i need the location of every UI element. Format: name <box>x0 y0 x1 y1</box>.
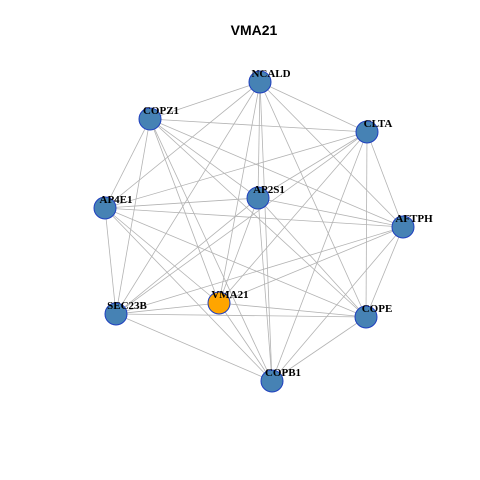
edge-aftph-sec23b <box>115 226 404 315</box>
node-circle <box>93 196 117 220</box>
edge-copz1-aftph <box>149 118 404 228</box>
edge-ap4e1-sec23b <box>104 207 117 315</box>
node-circle <box>391 215 415 239</box>
edge-copz1-copb1 <box>149 118 273 382</box>
node-circle <box>138 107 162 131</box>
edge-cope-copb1 <box>271 316 367 382</box>
node-circle <box>260 369 284 393</box>
edge-copz1-ap4e1 <box>104 118 151 209</box>
node-label: VMA21 <box>211 289 248 301</box>
node-circle <box>207 291 231 315</box>
edge-ap2s1-copb1 <box>257 197 273 382</box>
node-circle <box>104 302 128 326</box>
node-aftph: AFTPH <box>391 213 433 239</box>
edge-ap2s1-aftph <box>257 197 404 228</box>
node-sec23b: SEC23B <box>104 300 148 326</box>
edge-vma21-sec23b <box>115 302 220 315</box>
edge-ap2s1-ap4e1 <box>104 197 259 209</box>
edge-copz1-sec23b <box>115 118 151 315</box>
node-circle <box>248 70 272 94</box>
node-circle <box>355 120 379 144</box>
edge-clta-vma21 <box>218 131 368 304</box>
edge-ap4e1-aftph <box>104 207 404 228</box>
node-ap2s1: AP2S1 <box>246 184 285 210</box>
node-cope: COPE <box>354 303 393 329</box>
edge-ncald-copz1 <box>149 81 261 120</box>
node-label: SEC23B <box>107 300 147 312</box>
node-label: AP2S1 <box>253 184 285 196</box>
node-label: COPE <box>362 303 393 315</box>
edge-ap4e1-vma21 <box>104 207 220 304</box>
edge-aftph-cope <box>365 226 404 318</box>
edge-aftph-vma21 <box>218 226 404 304</box>
edge-copz1-vma21 <box>149 118 220 304</box>
edge-ncald-aftph <box>259 81 404 228</box>
edge-ncald-clta <box>259 81 368 133</box>
node-label: AFTPH <box>395 213 433 225</box>
node-ncald: NCALD <box>248 68 291 94</box>
edge-ncald-vma21 <box>218 81 261 304</box>
node-circle <box>246 186 270 210</box>
edge-clta-ap2s1 <box>257 131 368 199</box>
edge-ap2s1-cope <box>257 197 367 318</box>
edge-copz1-clta <box>149 118 368 133</box>
edge-vma21-cope <box>218 302 367 318</box>
edge-clta-sec23b <box>115 131 368 315</box>
node-copz1: COPZ1 <box>138 105 179 131</box>
node-label: NCALD <box>251 68 290 80</box>
node-ap4e1: AP4E1 <box>93 194 133 220</box>
edge-ap4e1-copb1 <box>104 207 273 382</box>
node-label: COPZ1 <box>143 105 179 117</box>
edge-vma21-copb1 <box>218 302 273 382</box>
node-label: COPB1 <box>265 367 301 379</box>
node-clta: CLTA <box>355 118 393 144</box>
edge-sec23b-copb1 <box>115 313 273 382</box>
node-vma21: VMA21 <box>207 289 249 315</box>
node-label: AP4E1 <box>100 194 133 206</box>
edge-clta-aftph <box>366 131 404 228</box>
node-circle <box>354 305 378 329</box>
edge-ncald-ap4e1 <box>104 81 261 209</box>
edge-copz1-ap2s1 <box>149 118 259 199</box>
node-copb1: COPB1 <box>260 367 301 393</box>
edge-layer <box>104 81 404 382</box>
edge-ncald-ap2s1 <box>257 81 261 199</box>
edge-clta-ap4e1 <box>104 131 368 209</box>
edge-ncald-copb1 <box>259 81 273 382</box>
edge-ap4e1-cope <box>104 207 367 318</box>
edge-ncald-sec23b <box>115 81 261 315</box>
edge-clta-copb1 <box>271 131 368 382</box>
edge-sec23b-cope <box>115 313 367 318</box>
node-label: CLTA <box>364 118 393 130</box>
graph-title: VMA21 <box>231 22 278 38</box>
edge-ap2s1-sec23b <box>115 197 259 315</box>
edge-ap2s1-vma21 <box>218 197 259 304</box>
edge-aftph-copb1 <box>271 226 404 382</box>
edge-ncald-cope <box>259 81 367 318</box>
